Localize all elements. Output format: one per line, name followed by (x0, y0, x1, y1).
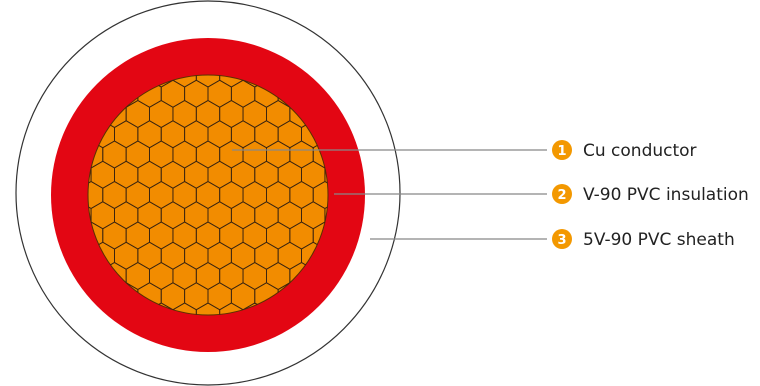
callout-number-3: 3 (557, 233, 566, 248)
conductor-core (88, 75, 328, 315)
callout-2: 2 V-90 PVC insulation (552, 184, 749, 205)
callout-1: 1 Cu conductor (552, 140, 697, 161)
callout-label-1: Cu conductor (583, 141, 697, 161)
callout-3: 3 5V-90 PVC sheath (552, 229, 735, 250)
callout-label-3: 5V-90 PVC sheath (583, 230, 735, 250)
callout-number-1: 1 (557, 144, 566, 159)
callout-label-2: V-90 PVC insulation (583, 185, 749, 205)
callout-number-2: 2 (557, 188, 566, 203)
